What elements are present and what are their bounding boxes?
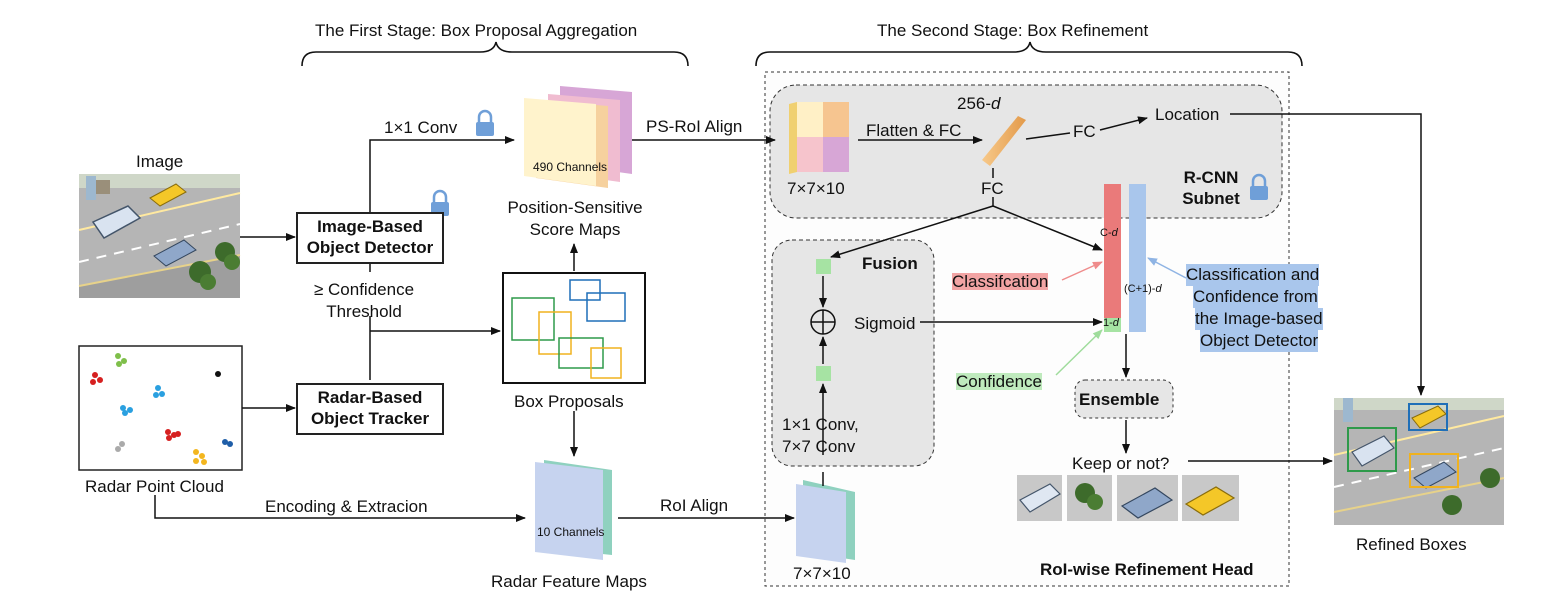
classification-bar bbox=[1104, 184, 1121, 318]
dim256-text: 256- bbox=[957, 94, 992, 113]
image-detector-line1: Image-Based bbox=[317, 217, 423, 236]
lock-icon-conv bbox=[476, 109, 494, 136]
fusion-add-node bbox=[810, 309, 836, 335]
lock-icon-rcnn bbox=[1250, 173, 1268, 200]
ensemble-label: Ensemble bbox=[1079, 390, 1160, 409]
ps-maps-line1: Position-Sensitive bbox=[507, 198, 643, 217]
radar-maps-label: Radar Feature Maps bbox=[491, 572, 647, 591]
note-line1: Classification and bbox=[1186, 264, 1320, 286]
confidence-cell bbox=[1104, 318, 1121, 332]
c1d-prefix: (C+1)- bbox=[1124, 283, 1156, 295]
cd-d: d bbox=[1111, 227, 1118, 239]
rcnn-region bbox=[769, 84, 1283, 219]
cd-label: C-d bbox=[1100, 228, 1118, 239]
refined-label: Refined Boxes bbox=[1356, 535, 1467, 554]
rcnn-line1: R-CNN bbox=[1183, 168, 1239, 187]
size-bottom-label: 7×7×10 bbox=[793, 564, 851, 583]
rcnn-line2: Subnet bbox=[1182, 189, 1240, 208]
one-d-prefix: 1- bbox=[1103, 317, 1113, 329]
sigmoid-label: Sigmoid bbox=[854, 314, 916, 333]
box-proposals-panel bbox=[502, 272, 646, 384]
keep-label: Keep or not? bbox=[1072, 454, 1170, 473]
fusion-label: Fusion bbox=[862, 254, 918, 273]
note-line3: the Image-based bbox=[1195, 308, 1323, 330]
radar-feature-maps bbox=[535, 460, 612, 560]
refined-boxes-image bbox=[1333, 398, 1505, 525]
c1d-d: d bbox=[1155, 283, 1162, 295]
note-line4: Object Detector bbox=[1200, 330, 1319, 352]
threshold-label: ≥ Confidence Threshold bbox=[300, 279, 428, 323]
channels490-label: 490 Channels bbox=[533, 160, 608, 174]
threshold-line1: ≥ Confidence bbox=[313, 280, 415, 299]
image-cls-conf-bar bbox=[1129, 184, 1146, 332]
location-label: Location bbox=[1155, 105, 1220, 124]
roi-feature-top bbox=[789, 102, 849, 174]
ps-score-maps bbox=[524, 86, 632, 188]
radar-label: Radar Point Cloud bbox=[85, 477, 224, 496]
channels10-label: 10 Channels bbox=[537, 525, 605, 539]
box-proposals-label: Box Proposals bbox=[514, 392, 624, 411]
dim256-d: d bbox=[991, 94, 1001, 113]
image-label: Image bbox=[136, 152, 184, 171]
first-stage-title: The First Stage: Box Proposal Aggregatio… bbox=[315, 21, 638, 40]
fc-down-label: FC bbox=[981, 179, 1004, 198]
roi-align-label: RoI Align bbox=[660, 496, 729, 515]
c1d-label: (C+1)-d bbox=[1124, 284, 1162, 295]
image-detector-box bbox=[296, 212, 444, 264]
radar-tracker-line1: Radar-Based bbox=[317, 388, 423, 407]
input-radar-point-cloud bbox=[78, 345, 243, 471]
roi-head-label: RoI-wise Refinement Head bbox=[1040, 560, 1254, 579]
input-image bbox=[78, 174, 241, 298]
one-d-d: d bbox=[1112, 317, 1119, 329]
image-detector-line2: Object Detector bbox=[306, 238, 434, 257]
second-stage-brace bbox=[755, 41, 1303, 67]
fc-right-label: FC bbox=[1073, 122, 1096, 141]
radar-tracker-box bbox=[296, 383, 444, 435]
ps-maps-label: Position-Sensitive Score Maps bbox=[496, 197, 654, 241]
roi-feature-bottom bbox=[796, 480, 855, 563]
conv-stack-line2: 7×7 Conv bbox=[782, 437, 856, 456]
ensemble-region bbox=[1074, 379, 1174, 419]
fusion-region bbox=[771, 239, 935, 467]
classification-note: Classification and Confidence from the I… bbox=[1186, 264, 1323, 352]
image-detector-label: Image-Based Object Detector bbox=[296, 216, 444, 258]
kept-objects bbox=[1017, 475, 1239, 521]
ps-roi-align-label: PS-RoI Align bbox=[646, 117, 743, 136]
conv-stack-label: 1×1 Conv, 7×7 Conv bbox=[782, 414, 859, 458]
radar-tracker-label: Radar-Based Object Tracker bbox=[296, 387, 444, 429]
ps-maps-line2: Score Maps bbox=[529, 220, 621, 239]
flatten-fc-label: Flatten & FC bbox=[866, 121, 962, 140]
confidence-label: Confidence bbox=[956, 372, 1043, 391]
classification-label: Classifcation bbox=[952, 272, 1049, 291]
dim256-label: 256-d bbox=[957, 95, 1001, 112]
first-stage-brace bbox=[301, 41, 689, 67]
conv-stack-line1: 1×1 Conv, bbox=[782, 415, 859, 434]
second-stage-title: The Second Stage: Box Refinement bbox=[877, 21, 1149, 40]
size-top-label: 7×7×10 bbox=[787, 179, 845, 198]
threshold-line2: Threshold bbox=[326, 302, 402, 321]
fusion-cell-bottom bbox=[816, 366, 831, 381]
rcnn-label: R-CNN Subnet bbox=[1166, 167, 1256, 209]
encoding-label: Encoding & Extracion bbox=[265, 497, 428, 516]
conv1x1-label: 1×1 Conv bbox=[384, 118, 458, 137]
cd-prefix: C- bbox=[1100, 227, 1112, 239]
note-line2: Confidence from bbox=[1193, 286, 1318, 308]
fc-bar-256d bbox=[982, 116, 1026, 166]
one-d-label: 1-d bbox=[1103, 318, 1119, 329]
radar-tracker-line2: Object Tracker bbox=[310, 409, 430, 428]
fusion-cell-top bbox=[816, 259, 831, 274]
